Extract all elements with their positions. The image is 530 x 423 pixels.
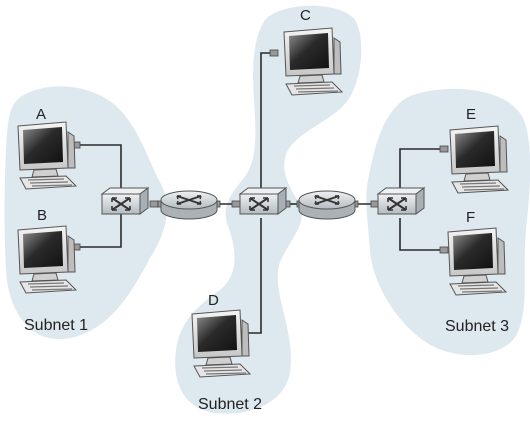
- subnet-3-region: [366, 88, 530, 355]
- router-left: [160, 190, 218, 220]
- subnet-1-label: Subnet 1: [24, 317, 88, 334]
- switch-subnet-3: [377, 187, 425, 215]
- router-right: [298, 190, 356, 220]
- switch-subnet-1: [101, 187, 149, 215]
- host-a-label: A: [36, 106, 46, 123]
- subnet-3-label: Subnet 3: [445, 318, 509, 335]
- switch-subnet-2: [239, 187, 287, 215]
- host-f-label: F: [466, 209, 475, 226]
- subnet-1-region: [4, 86, 167, 340]
- host-b-label: B: [37, 207, 47, 224]
- subnet-2-label: Subnet 2: [198, 396, 262, 413]
- host-e-label: E: [466, 106, 476, 123]
- host-c-label: C: [300, 7, 311, 24]
- host-d-label: D: [208, 292, 219, 309]
